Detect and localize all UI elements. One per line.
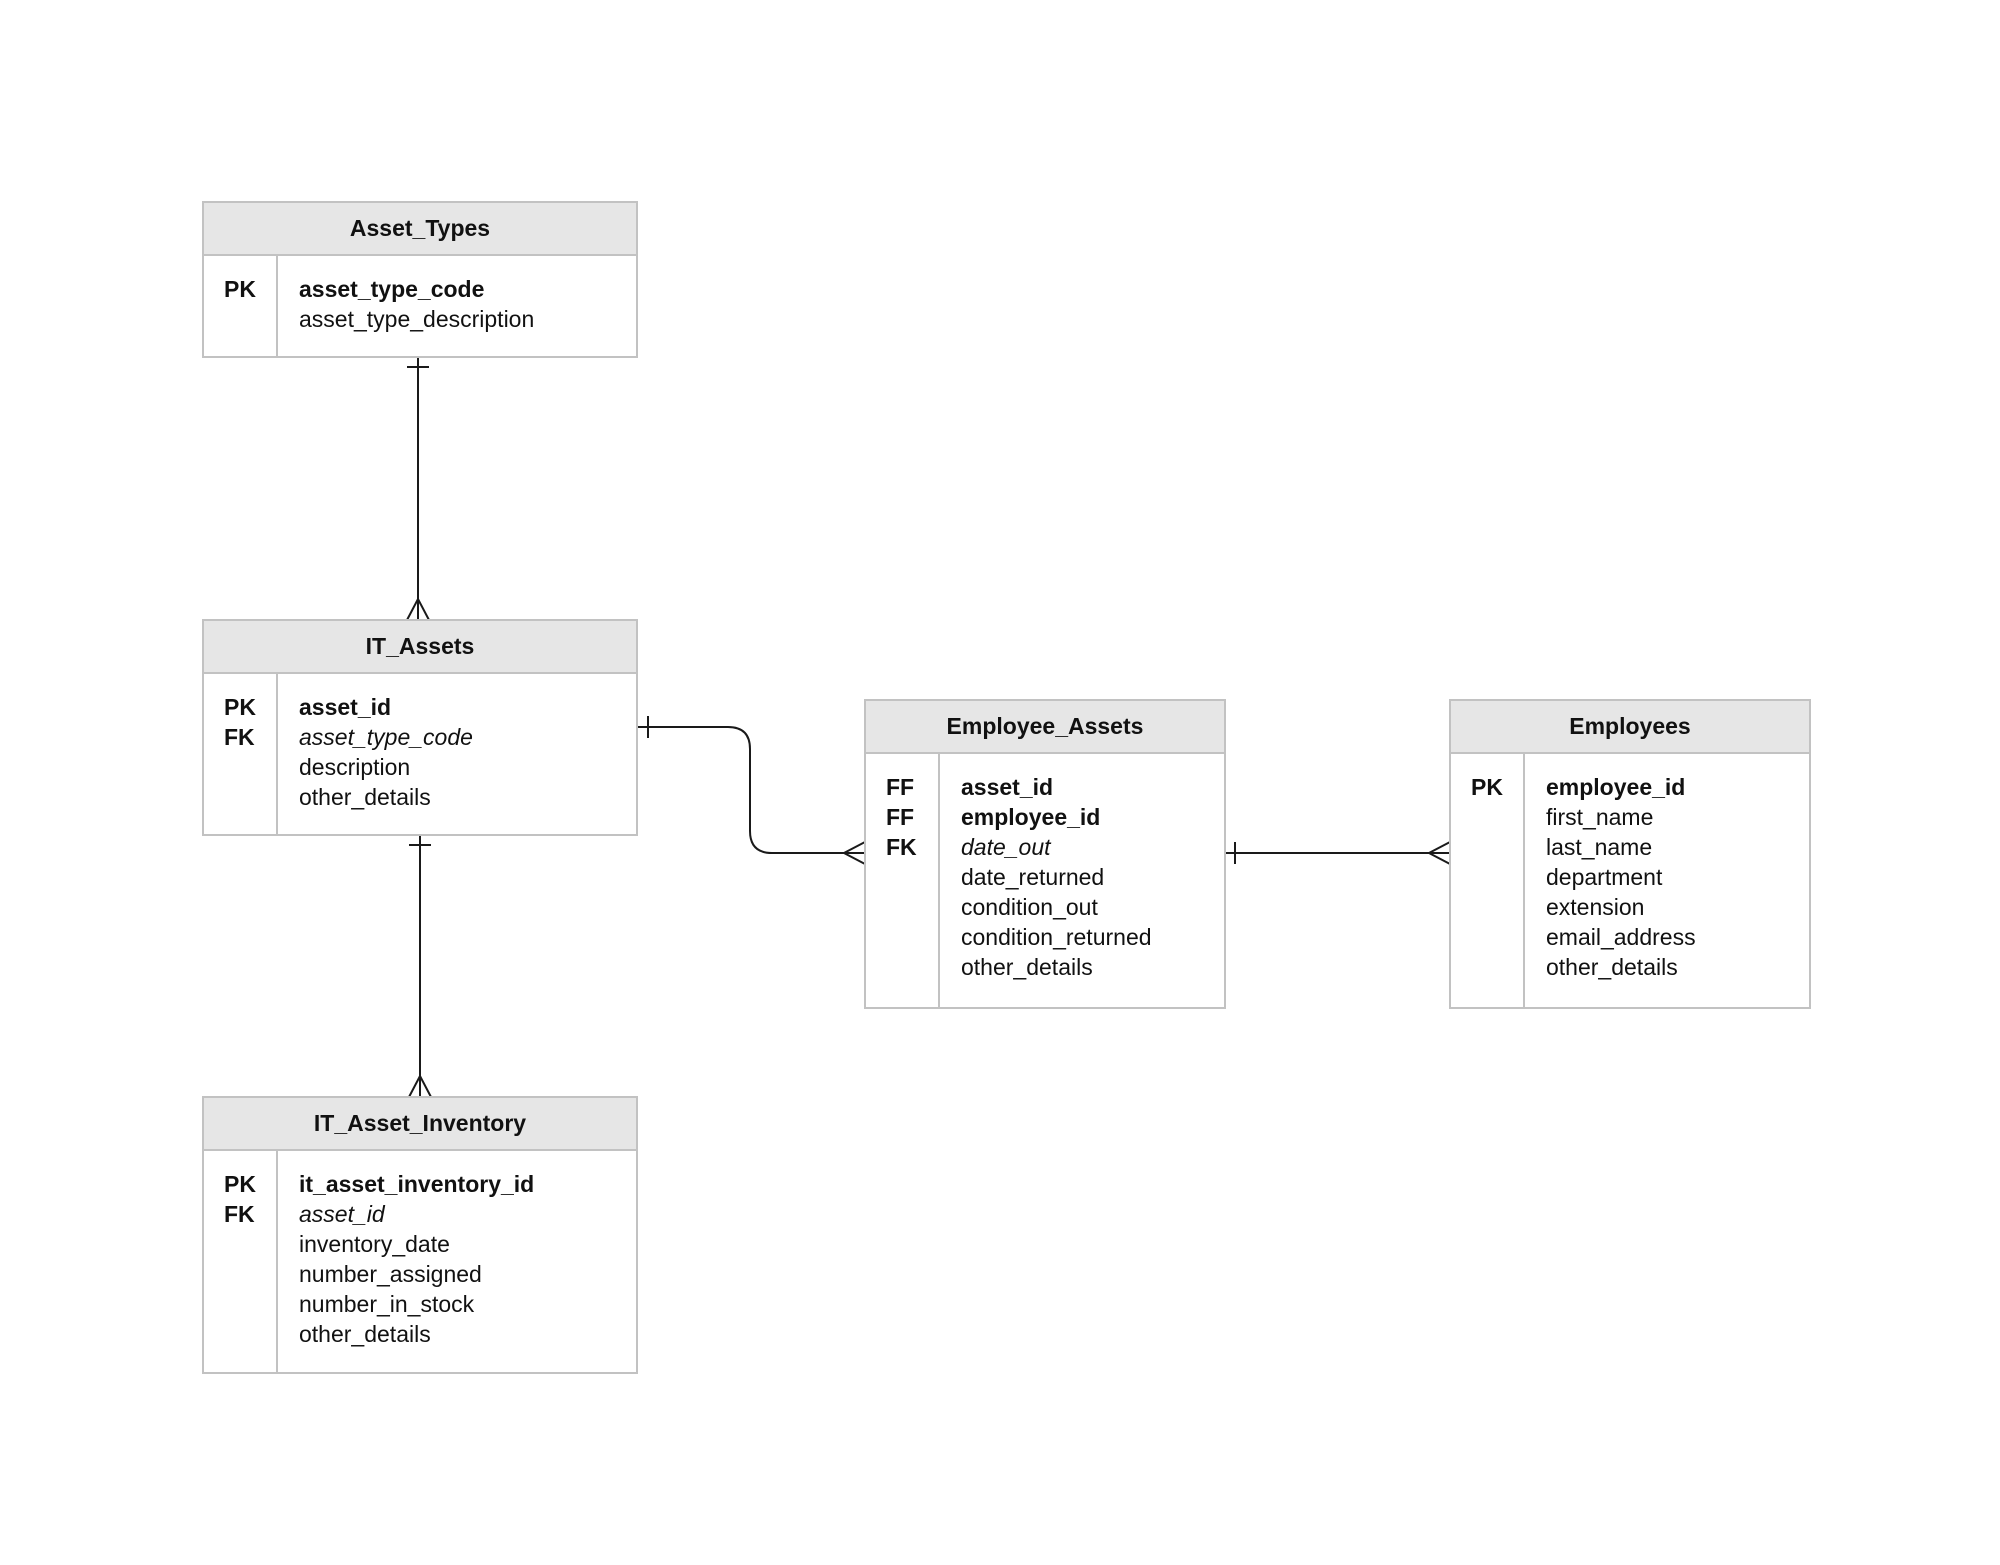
attribute-column: employee_id first_name last_name departm… (1525, 754, 1809, 1007)
key-label: PK (224, 1171, 256, 1197)
key-column: PK FK (204, 674, 278, 834)
attribute: extension (1546, 894, 1645, 920)
key-column: PK (204, 256, 278, 356)
attribute: email_address (1546, 924, 1696, 950)
key-label: PK (1471, 774, 1503, 800)
entity-asset-types: Asset_Types PK asset_type_code asset_typ… (202, 201, 638, 358)
attribute-column: asset_id employee_id date_out date_retur… (940, 754, 1224, 1007)
attribute-column: it_asset_inventory_id asset_id inventory… (278, 1151, 636, 1372)
attribute: last_name (1546, 834, 1653, 860)
key-label: FF (886, 804, 915, 830)
key-label (204, 752, 276, 782)
attribute: other_details (299, 1321, 431, 1347)
rel-it-assets-employee-assets-line (636, 726, 865, 854)
entity-title: Asset_Types (204, 203, 636, 256)
attribute: asset_id (299, 1201, 385, 1227)
attribute: department (1546, 864, 1663, 890)
key-label (1451, 952, 1523, 982)
attribute: asset_type_code (299, 276, 485, 302)
attribute: other_details (299, 784, 431, 810)
attribute: number_assigned (299, 1261, 482, 1287)
key-label (1451, 802, 1523, 832)
key-label: FK (224, 1201, 255, 1227)
attribute: asset_type_code (299, 724, 473, 750)
attribute: asset_type_description (299, 306, 535, 332)
entity-body: PK employee_id first_name last_name depa… (1451, 754, 1809, 1007)
key-label (204, 1259, 276, 1289)
attribute: employee_id (961, 804, 1101, 830)
entity-body: PK asset_type_code asset_type_descriptio… (204, 256, 636, 356)
key-label (204, 1289, 276, 1319)
key-column: PK FK (204, 1151, 278, 1372)
attribute: other_details (961, 954, 1093, 980)
attribute: inventory_date (299, 1231, 450, 1257)
attribute: asset_id (299, 694, 392, 720)
entity-it-assets: IT_Assets PK FK asset_id asset_type_code… (202, 619, 638, 836)
key-label: FK (886, 834, 917, 860)
key-label (204, 1319, 276, 1349)
entity-title: Employees (1451, 701, 1809, 754)
attribute: it_asset_inventory_id (299, 1171, 535, 1197)
attribute: condition_returned (961, 924, 1152, 950)
key-label (866, 922, 938, 952)
attribute: first_name (1546, 804, 1654, 830)
key-label: FF (886, 774, 915, 800)
key-label: PK (224, 694, 256, 720)
entity-body: PK FK asset_id asset_type_code descripti… (204, 674, 636, 834)
attribute: date_returned (961, 864, 1105, 890)
attribute: description (299, 754, 411, 780)
key-label: PK (224, 276, 256, 302)
key-label (204, 782, 276, 812)
key-label (1451, 832, 1523, 862)
attribute: number_in_stock (299, 1291, 475, 1317)
key-column: FF FF FK (866, 754, 940, 1007)
key-label (866, 952, 938, 982)
key-label (866, 862, 938, 892)
key-label: FK (224, 724, 255, 750)
attribute: asset_id (961, 774, 1054, 800)
entity-it-asset-inventory: IT_Asset_Inventory PK FK it_asset_invent… (202, 1096, 638, 1374)
key-label (866, 892, 938, 922)
key-label (204, 1229, 276, 1259)
attribute: condition_out (961, 894, 1098, 920)
entity-employees: Employees PK employee_id first_name last… (1449, 699, 1811, 1009)
attribute: employee_id (1546, 774, 1686, 800)
rel-employees-crowfoot-left (1426, 841, 1451, 865)
entity-employee-assets: Employee_Assets FF FF FK asset_id employ… (864, 699, 1226, 1009)
key-label (1451, 892, 1523, 922)
entity-title: IT_Assets (204, 621, 636, 674)
attribute: date_out (961, 834, 1051, 860)
entity-body: PK FK it_asset_inventory_id asset_id inv… (204, 1151, 636, 1372)
entity-title: Employee_Assets (866, 701, 1224, 754)
attribute-column: asset_type_code asset_type_description (278, 256, 636, 356)
rel-employee-assets-crowfoot-left (841, 841, 866, 865)
attribute-column: asset_id asset_type_code description oth… (278, 674, 636, 834)
entity-body: FF FF FK asset_id employee_id date_out d… (866, 754, 1224, 1007)
entity-title: IT_Asset_Inventory (204, 1098, 636, 1151)
key-column: PK (1451, 754, 1525, 1007)
rel-it-assets-crowfoot-top (406, 596, 430, 621)
rel-inventory-crowfoot-top (408, 1073, 432, 1098)
attribute: other_details (1546, 954, 1678, 980)
key-label (1451, 922, 1523, 952)
key-label (204, 304, 276, 334)
key-label (1451, 862, 1523, 892)
